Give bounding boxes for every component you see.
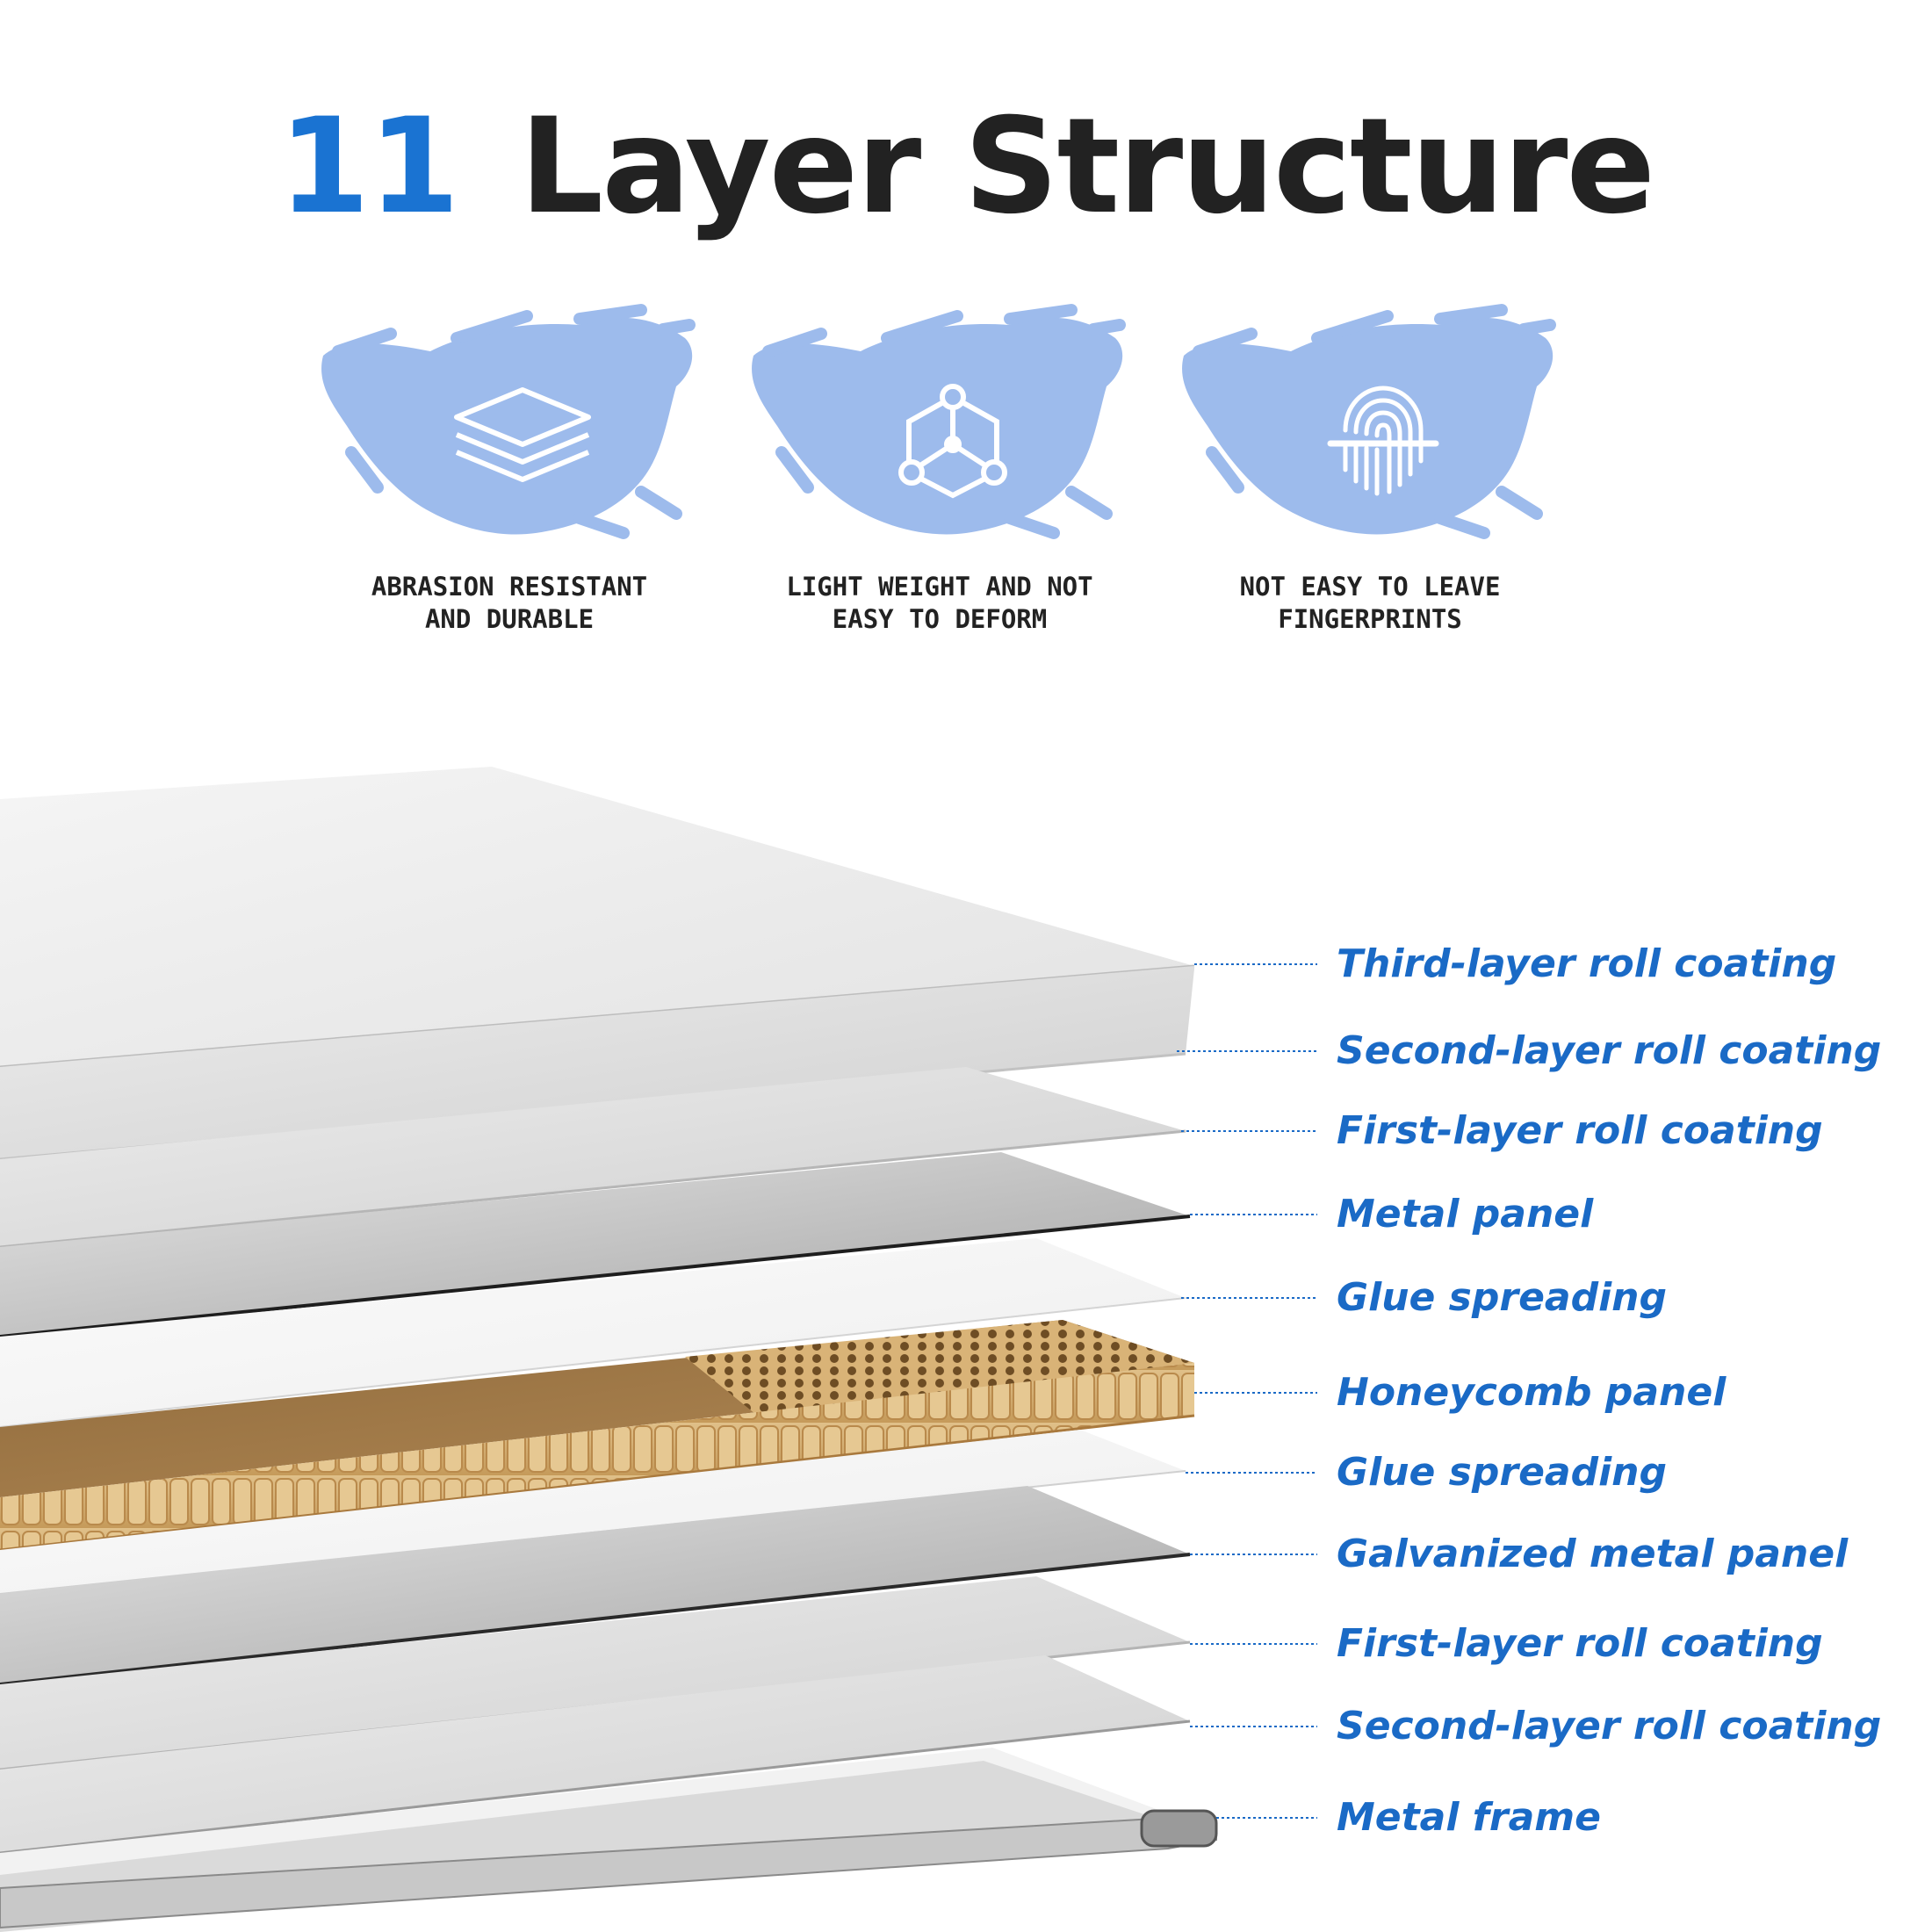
layer-stack-diagram [0, 767, 1317, 1932]
molecule-icon [898, 384, 1007, 499]
leader-lines [1177, 963, 1317, 1819]
feature-fingerprint: NOT EASY TO LEAVE FINGERPRINTS [1177, 303, 1563, 654]
layer-sheet-galvanized [0, 1486, 1191, 1686]
layer-label-third-roll-coating: Third-layer roll coating [1337, 941, 1837, 986]
feature-caption: NOT EASY TO LEAVE FINGERPRINTS [1239, 572, 1501, 634]
layer-label-metal-frame: Metal frame [1337, 1795, 1601, 1840]
fingerprint-icon [1327, 386, 1439, 496]
layer-metal-frame [0, 1748, 1218, 1932]
feature-caption: LIGHT WEIGHT AND NOT EASY TO DEFORM [786, 572, 1093, 634]
brush-stroke-background [752, 304, 1126, 539]
layer-label-glue-spreading: Glue spreading [1337, 1275, 1667, 1320]
page-title: 11 Layer Structure [0, 83, 1932, 250]
layer-label-metal-panel: Metal panel [1337, 1192, 1594, 1236]
feature-abrasion: ABRASION RESISTANT AND DURABLE [316, 303, 703, 654]
feature-light-weight: LIGHT WEIGHT AND NOT EASY TO DEFORM [746, 303, 1133, 654]
layer-label-second-roll-coating-2: Second-layer roll coating [1337, 1704, 1882, 1748]
layer-sheet-metal-panel [0, 1152, 1191, 1338]
title-number: 11 [278, 90, 460, 243]
layer-sheet-honeycomb [0, 1320, 1195, 1552]
layer-sheet-first-coating [0, 1067, 1186, 1249]
layer-label-first-roll-coating-2: First-layer roll coating [1337, 1621, 1823, 1666]
layers-icon [454, 387, 591, 482]
layer-label-galvanized-metal-panel: Galvanized metal panel [1337, 1532, 1849, 1576]
layer-label-second-roll-coating: Second-layer roll coating [1337, 1028, 1882, 1073]
layer-sheet-glue-1 [0, 1238, 1186, 1428]
layer-label-first-roll-coating: First-layer roll coating [1337, 1108, 1823, 1153]
brush-stroke-background [321, 304, 696, 539]
feature-caption: ABRASION RESISTANT AND DURABLE [371, 572, 648, 634]
title-text: Layer Structure [519, 90, 1656, 243]
layer-sheet-second-coating-back [0, 1655, 1191, 1855]
layer-label-honeycomb-panel: Honeycomb panel [1337, 1370, 1727, 1415]
layer-label-glue-spreading-2: Glue spreading [1337, 1450, 1667, 1495]
